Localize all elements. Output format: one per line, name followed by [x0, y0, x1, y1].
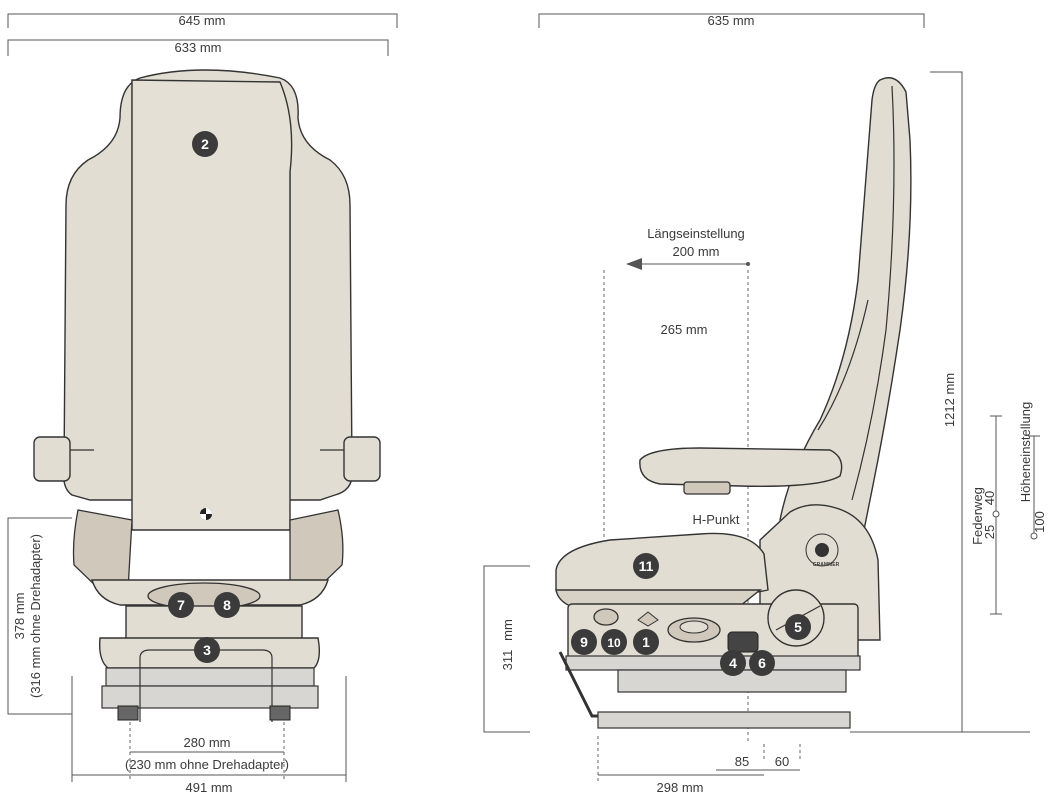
dim-line-645 [7, 13, 398, 28]
federweg-origin [992, 510, 1000, 518]
side-suspension-frame [565, 655, 861, 671]
dim-line-635 [538, 13, 925, 28]
svg-text:2: 2 [201, 136, 209, 152]
brand-text: GRAMMER [813, 562, 840, 568]
front-control-oval [147, 582, 261, 610]
laengs-value: 200 mm [673, 244, 720, 259]
side-swivel-inner [679, 620, 709, 634]
dim-316-label: (316 mm ohne Drehadapter) [28, 534, 43, 698]
dim-633-label: 633 mm [175, 40, 222, 55]
front-lower-panel [125, 605, 303, 643]
svg-text:3: 3 [203, 642, 211, 658]
svg-text:5: 5 [794, 619, 802, 635]
dim-645-label: 645 mm [179, 13, 226, 28]
svg-text:6: 6 [758, 655, 766, 671]
backrest-center-panel [131, 79, 293, 531]
svg-text:11: 11 [639, 558, 654, 574]
dim-378-label: 378 mm [12, 593, 27, 640]
dim-line-311 [483, 565, 530, 733]
badge-3: 3 [194, 637, 220, 663]
front-view: 645 mm 633 mm 2 [7, 13, 398, 795]
badge-6: 6 [749, 650, 775, 676]
side-lever-icon [637, 611, 659, 627]
front-foot-left [117, 705, 139, 721]
federweg-40: 40 [982, 491, 997, 505]
hoehen-origin [1030, 532, 1038, 540]
federweg-label: Federweg [970, 487, 985, 545]
side-view: 635 mm Längseinstellung 200 mm 265 mm H-… [483, 13, 1047, 795]
dim-635-label: 635 mm [708, 13, 755, 28]
svg-text:7: 7 [177, 597, 185, 613]
backrest-contour [817, 299, 869, 431]
laengs-arrow-head-icon [626, 258, 642, 270]
dim-311-value: 311 [500, 650, 515, 671]
dim-230-label: (230 mm ohne Drehadapter) [125, 757, 289, 772]
dim-491-label: 491 mm [186, 780, 233, 795]
dim-60-label: 60 [775, 754, 789, 769]
dim-491-ext [71, 676, 347, 782]
badge-1: 1 [633, 629, 659, 655]
svg-text:4: 4 [729, 655, 737, 671]
badge-11: 11 [633, 553, 659, 579]
dim-85-label: 85 [735, 754, 749, 769]
svg-text:10: 10 [607, 636, 621, 650]
front-armrest-right [343, 436, 381, 482]
side-backrest [779, 77, 912, 561]
dim-1212-label: 1212 mm [942, 373, 957, 427]
front-armrest-left [33, 436, 71, 482]
laengs-title: Längseinstellung [647, 226, 745, 241]
side-armrest-hinge [683, 481, 731, 495]
dim-85-60-ext [763, 744, 801, 760]
brand-logo-icon [815, 543, 829, 557]
dim-line-1212 [850, 71, 963, 733]
laengs-arrow-origin [746, 262, 750, 266]
side-knob-1 [593, 608, 619, 626]
backrest-seam-side [851, 85, 895, 501]
badge-7: 7 [168, 592, 194, 618]
h-punkt-label: H-Punkt [693, 512, 740, 527]
badge-9: 9 [571, 629, 597, 655]
badge-2: 2 [192, 131, 218, 157]
dim-line-633 [7, 39, 389, 56]
front-bolster-left [72, 509, 133, 591]
badge-10: 10 [601, 629, 627, 655]
svg-text:8: 8 [223, 597, 231, 613]
dim-265-label: 265 mm [661, 322, 708, 337]
badge-5: 5 [785, 614, 811, 640]
badge-4: 4 [720, 650, 746, 676]
svg-text:9: 9 [580, 634, 588, 650]
side-height-knob [727, 631, 759, 653]
hoehen-label: Höheneinstellung [1018, 402, 1033, 502]
front-base-plate [101, 685, 319, 709]
hoehen-100: 100 [1032, 511, 1047, 533]
federweg-25: 25 [982, 525, 997, 539]
front-foot-right [269, 705, 291, 721]
dim-311-unit: mm [500, 619, 515, 641]
side-slide-rail [597, 711, 851, 729]
svg-text:1: 1 [642, 634, 650, 650]
front-suspension-mid [105, 667, 315, 687]
dim-298-label: 298 mm [657, 780, 704, 795]
front-h-point-marker-fill [200, 508, 212, 520]
dim-line-378 [7, 517, 72, 715]
side-armrest [639, 447, 843, 487]
dim-280-label: 280 mm [184, 735, 231, 750]
front-bolster-right [289, 509, 344, 591]
side-handle-lever [558, 651, 598, 718]
badge-8: 8 [214, 592, 240, 618]
